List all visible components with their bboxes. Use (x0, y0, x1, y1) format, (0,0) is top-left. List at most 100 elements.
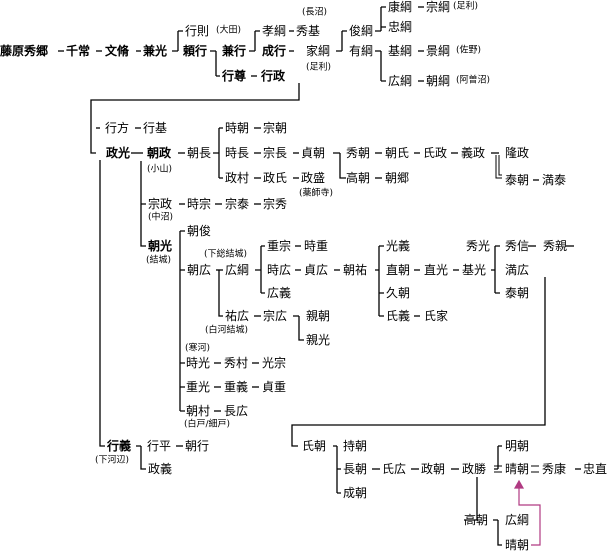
node-mototsuna: 基綱 (388, 44, 413, 58)
edge-tomosuke-sons (375, 245, 384, 317)
double-line-masakatsu-harutomo (494, 465, 502, 473)
node-ujiie: 氏家 (424, 309, 449, 323)
node-masamori: 政盛 (301, 171, 326, 185)
node-shigeyoshi: 重義 (224, 380, 249, 394)
edge-trunk-yukiyoshi (99, 160, 105, 447)
node-yukihira: 行平 (147, 439, 172, 453)
node-tokinaga: 時長 (225, 146, 250, 160)
node-tokimitsu: 時光 (186, 356, 211, 370)
node-tomotoshi: 朝俊 (187, 224, 212, 238)
node-hidenobu: 秀信 (505, 239, 530, 253)
node-akitomo: 明朝 (505, 439, 530, 453)
edge-masakatsu-takatomo (464, 477, 478, 521)
node-tokishige: 時重 (304, 239, 329, 253)
node-fujiwara-hidesato: 藤原秀郷 (0, 44, 49, 58)
node-ujitomo: 氏朝 (302, 439, 327, 453)
node-munetomo-a: 宗朝 (263, 121, 288, 135)
edge-toshitsuna (375, 6, 386, 32)
node-harutomo: 晴朝 (505, 462, 530, 476)
node-takatsuna: 孝綱 (262, 24, 287, 38)
node-hirotsuna-b: 広綱 (505, 513, 530, 527)
node-munehide: 宗秀 (263, 197, 288, 211)
note-naganuma: (長沼) (302, 7, 328, 18)
node-iezuna: 家綱 (306, 44, 331, 58)
node-motomitsu: 基光 (462, 263, 487, 277)
node-mochitomo: 持朝 (343, 439, 368, 453)
node-yukinori: 行則 (185, 24, 210, 38)
node-tadatsuna: 忠綱 (388, 20, 413, 34)
edge-yukiyoshi-sons (136, 445, 146, 470)
edge-aritsuna (375, 50, 386, 82)
node-tomoyuki: 朝行 (185, 439, 210, 453)
note-ashikaga-b: (足利) (453, 1, 479, 12)
node-tomosuke: 朝祐 (343, 263, 368, 277)
node-ujiyoshi: 氏義 (386, 309, 411, 323)
node-yukiyoshi: 行義 (107, 439, 132, 453)
note-shimokobe: (下河辺) (95, 455, 130, 466)
node-masatomo: 政朝 (421, 462, 446, 476)
edge-hirotsuna-sons (255, 245, 265, 294)
edge-tomohiro-sukehiro (218, 270, 223, 317)
node-tomouji: 朝氏 (385, 146, 410, 160)
node-toshitsuna: 俊綱 (349, 24, 374, 38)
edge-takatomo-sons (493, 519, 502, 546)
node-mitsuhiro: 満広 (505, 263, 530, 277)
node-yoshimasa: 義政 (461, 146, 486, 160)
note-shimousa-yuki: (下総結城) (204, 249, 248, 260)
node-muneyasu: 宗泰 (225, 197, 250, 211)
node-yasutsuna: 康綱 (388, 0, 413, 14)
node-naomitsu: 直光 (424, 263, 449, 277)
node-tomomitsu: 朝光 (148, 239, 173, 253)
node-masakatsu: 政勝 (462, 462, 487, 476)
edge-masakatsu-sons (494, 445, 502, 470)
note-ashikaga-a: (足利) (306, 62, 332, 73)
node-mitsuyoshi: 光義 (386, 239, 411, 253)
note-naganuma2: (中沼) (148, 212, 174, 223)
node-kaneyuki: 兼行 (222, 44, 247, 58)
edge-mitsuhiro-down (291, 277, 546, 447)
node-sadahiro: 貞広 (304, 263, 329, 277)
note-yakushiji: (薬師寺) (299, 188, 334, 199)
node-sukehiro: 祐広 (225, 309, 250, 323)
node-yasutomo: 泰朝 (505, 173, 530, 187)
node-hisatomo: 久朝 (386, 286, 411, 300)
node-ujimasa: 氏政 (423, 146, 448, 160)
note-shirado: (白戸/細戸) (184, 419, 231, 430)
node-tokitomo: 時朝 (225, 121, 250, 135)
note-kanko: (寒河) (185, 343, 211, 354)
note-oyama: (小山) (147, 164, 173, 175)
edge-iezuna-sons (336, 30, 347, 52)
node-kanemitsu: 兼光 (143, 44, 168, 58)
node-tokihiro: 時広 (267, 263, 292, 277)
node-masayoshi: 政義 (148, 462, 173, 476)
node-yukimoto: 行基 (143, 121, 168, 135)
node-narutomo: 成朝 (343, 486, 368, 500)
node-nagahiro: 長広 (224, 404, 249, 418)
node-masauji: 政氏 (263, 171, 288, 185)
node-yukikata: 行方 (105, 121, 130, 135)
node-fumisuke: 文脩 (105, 44, 130, 58)
edge-tomonaga-sons (213, 127, 223, 179)
note-yuki: (結城) (146, 255, 172, 266)
node-nariyuki: 成行 (262, 44, 287, 58)
node-munetsuna: 宗綱 (426, 0, 451, 14)
node-aritsuna: 有綱 (349, 44, 374, 58)
adoption-arrow (513, 479, 541, 546)
double-line-yoshimasa-yasutomo (495, 155, 502, 179)
node-munenaga: 宗長 (263, 146, 288, 160)
note-shirakawa-yuki: (白河結城) (205, 325, 249, 336)
node-tomohiro: 朝広 (187, 263, 212, 277)
node-munemasa: 宗政 (148, 197, 173, 211)
node-chikamitsu: 親光 (306, 333, 331, 347)
double-line-harutomo-hideyasu (531, 465, 539, 473)
node-tomonaga: 朝長 (187, 146, 212, 160)
node-hidemoto-a: 秀基 (296, 24, 321, 38)
edge-kanemitsu-sons (172, 30, 183, 52)
node-naotomo: 直朝 (386, 263, 411, 277)
node-asatsuna: 朝綱 (426, 74, 451, 88)
node-takatomo-a: 高朝 (346, 171, 371, 185)
node-masamura: 政村 (225, 171, 250, 185)
node-mitsumune: 光宗 (262, 356, 287, 370)
